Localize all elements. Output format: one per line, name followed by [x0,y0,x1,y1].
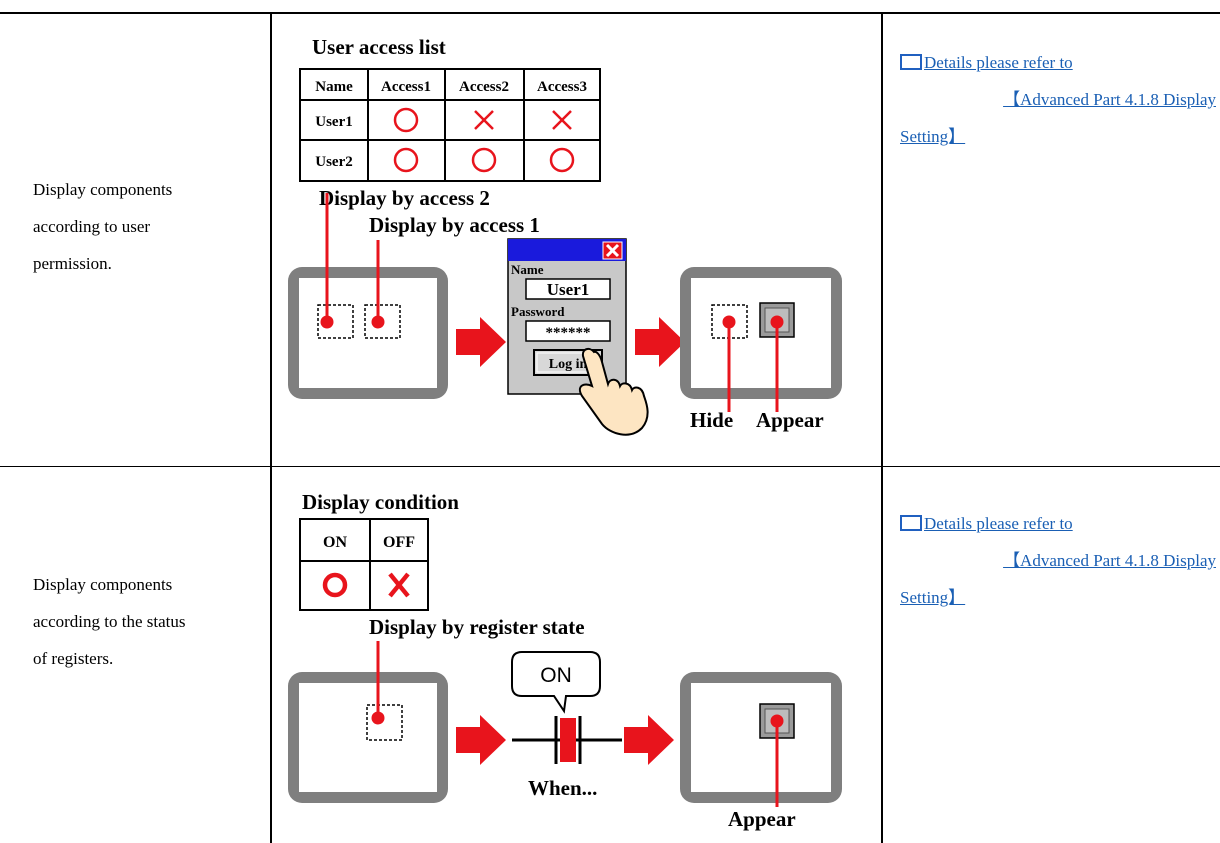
label-display-by-register: Display by register state [369,615,585,639]
row2-description: Display components according to the stat… [33,566,258,677]
label-display-by-access2: Display by access 2 [319,186,490,210]
figure-user-permission: User access list Name Access1 Access2 Ac… [288,35,842,436]
dialog-name-label: Name [511,262,544,277]
dialog-password-field[interactable] [525,320,611,342]
row-divider [0,466,1220,467]
label-display-by-access1: Display by access 1 [369,213,540,237]
dialog-password-label: Password [511,304,565,319]
arrow-right-icon [456,317,506,367]
arrow-right-icon [456,715,506,765]
label-when: When... [528,776,597,800]
user1-name: User1 [315,114,353,130]
login-button-label: Log in [549,357,588,372]
component-conditional [366,704,403,741]
desc-word: Display [33,180,86,199]
condition-table [299,518,429,611]
reference-link-setting[interactable]: Setting】 [900,588,966,607]
display-condition-title: Display condition [302,490,459,514]
book-pointer-icon [900,515,922,531]
component-a [317,304,354,339]
access-list-title: User access list [312,35,446,59]
reference-link[interactable]: Details please refer to [900,505,1216,542]
header-access2: Access2 [459,79,509,95]
deny-cross-icon [552,110,572,130]
label-hide: Hide [690,408,733,432]
desc-line: of registers. [33,649,114,668]
row1-description: Display components according to user per… [33,171,258,282]
reference-link-part[interactable]: 【Advanced Part 4.1.8 Display [1003,90,1216,109]
header-access1: Access1 [381,79,431,95]
header-name: Name [315,79,353,95]
desc-word: components [90,180,173,199]
header-access3: Access3 [537,79,587,95]
desc-word: Display [33,575,86,594]
book-pointer-icon [900,54,922,70]
access-table [299,68,601,182]
hand-pointer-icon [578,347,649,436]
desc-word: user [121,217,151,236]
allow-circle-icon [322,572,348,598]
table-top-border [0,12,1220,14]
desc-word: permission. [33,254,112,273]
allow-circle-icon [393,147,419,173]
arrow-right-icon [624,715,674,765]
reference-link-setting[interactable]: Setting】 [900,127,966,146]
reference-link-part[interactable]: 【Advanced Part 4.1.8 Display [1003,551,1216,570]
column-divider-left [270,12,272,843]
register-coil-icon [512,716,622,764]
deny-cross-icon [474,110,494,130]
row1-reference: Details please refer to 【Advanced Part 4… [900,44,1216,155]
login-dialog: Name User1 Password ****** Log in [507,238,627,395]
label-appear: Appear [728,807,796,831]
desc-line: according to the status [33,612,186,631]
dialog-password-value: ****** [546,325,591,341]
figure-register-state: Display condition ON OFF Display by regi… [288,490,842,831]
dialog-name-value: User1 [547,280,589,299]
component-b [364,304,401,339]
desc-word: to [104,217,118,236]
desc-word: components [90,575,173,594]
desc-word: according [33,217,101,236]
allow-circle-icon [549,147,575,173]
dialog-name-field[interactable] [525,278,611,300]
arrow-right-icon [635,317,685,367]
header-on: ON [323,534,347,551]
label-appear: Appear [756,408,824,432]
row2-reference: Details please refer to 【Advanced Part 4… [900,505,1216,616]
column-divider-right [881,12,883,843]
on-speech-bubble: ON [511,651,601,714]
header-off: OFF [383,534,415,551]
allow-circle-icon [393,107,419,133]
user2-name: User2 [315,154,353,170]
deny-cross-icon [388,572,410,598]
reference-link[interactable]: Details please refer to [900,44,1216,81]
allow-circle-icon [471,147,497,173]
bubble-text: ON [540,664,572,687]
